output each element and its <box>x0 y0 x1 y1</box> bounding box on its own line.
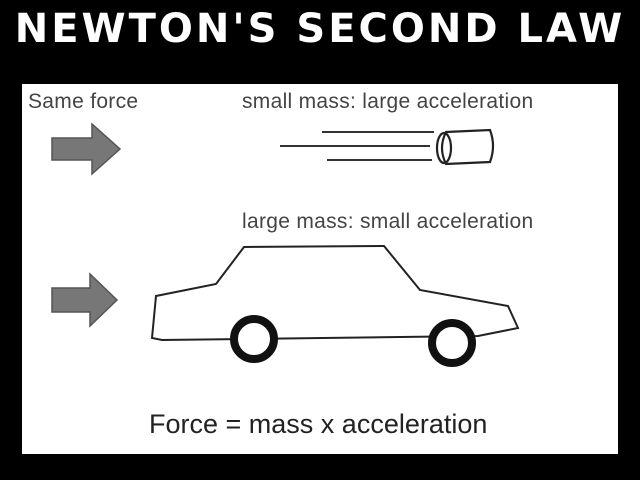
small-mass-object-icon <box>435 128 495 166</box>
force-arrow-icon <box>51 272 119 328</box>
small-mass-label: small mass: large acceleration <box>242 90 534 113</box>
formula-label: Force = mass x acceleration <box>149 409 488 439</box>
force-arrow-icon <box>51 122 122 176</box>
motion-lines <box>280 131 434 161</box>
same-force-label: Same force <box>28 90 139 113</box>
diagram-panel: Same force small mass: large acceleratio… <box>22 84 618 454</box>
page-title: NEWTON'S SECOND LAW <box>14 6 626 52</box>
diagram-drawing <box>51 122 520 367</box>
large-mass-label: large mass: small acceleration <box>242 210 534 233</box>
car-icon <box>150 244 520 367</box>
